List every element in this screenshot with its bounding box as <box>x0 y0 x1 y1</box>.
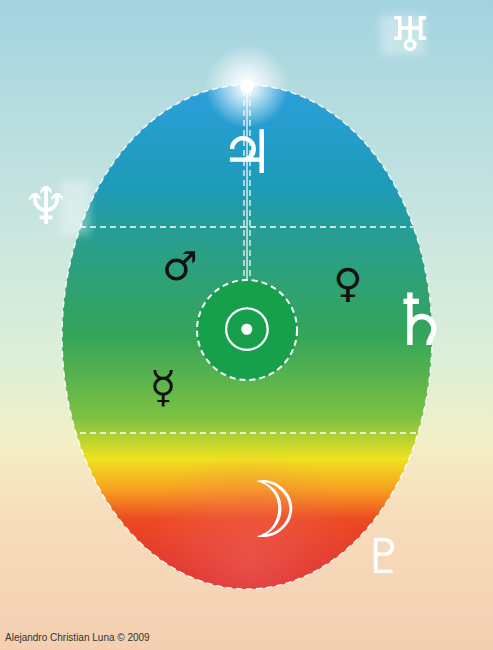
planet-symbol: ♃ <box>220 122 274 182</box>
planet-symbol: ♂ <box>162 246 198 286</box>
planet-symbol: ☽ <box>229 471 299 549</box>
planet-symbol: ☿ <box>149 365 176 409</box>
watermark: Alejandro Christian Luna © 2009 <box>5 633 150 643</box>
planet-symbol: ♇ <box>362 532 405 580</box>
planet-symbol: ♆ <box>23 180 70 232</box>
planet-symbol: ♅ <box>388 10 431 58</box>
planet-symbol: ♄ <box>388 284 453 356</box>
planet-symbol: ☉ <box>220 300 274 360</box>
planet-symbol: ♀ <box>333 263 362 303</box>
